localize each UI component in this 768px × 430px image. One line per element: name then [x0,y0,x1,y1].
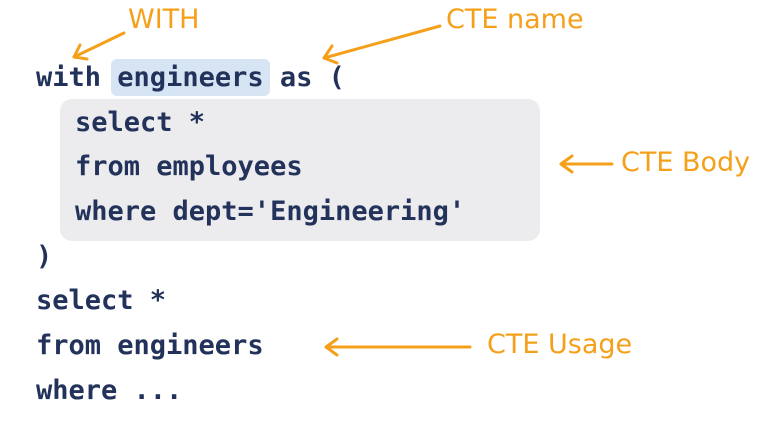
cte-name-annotation-label: CTE name [446,4,584,35]
code-usage-line-2: from engineers [36,330,264,361]
with-annotation-label: WITH [128,4,200,35]
code-usage-line-1: select * [36,285,167,316]
cte-body-arrow-icon [559,154,614,174]
with-arrow-icon [72,31,126,61]
code-body-line-2: from employees [75,151,303,182]
code-body-line-3: where dept='Engineering' [75,196,466,227]
cte-body-background [60,99,540,241]
with-keyword: with [36,62,102,93]
cte-body-annotation-label: CTE Body [621,147,751,178]
cte-usage-arrow-icon [324,337,472,357]
as-keyword: as ( [279,62,345,93]
code-close-paren: ) [36,241,53,272]
code-usage-line-3: where ... [36,375,183,406]
code-body-line-1: select * [75,107,206,138]
cte-name-highlight: engineers [111,59,270,96]
cte-usage-annotation-label: CTE Usage [487,329,633,360]
cte-name-arrow-icon [322,24,442,65]
code-line-with: with engineers as ( [36,56,345,100]
